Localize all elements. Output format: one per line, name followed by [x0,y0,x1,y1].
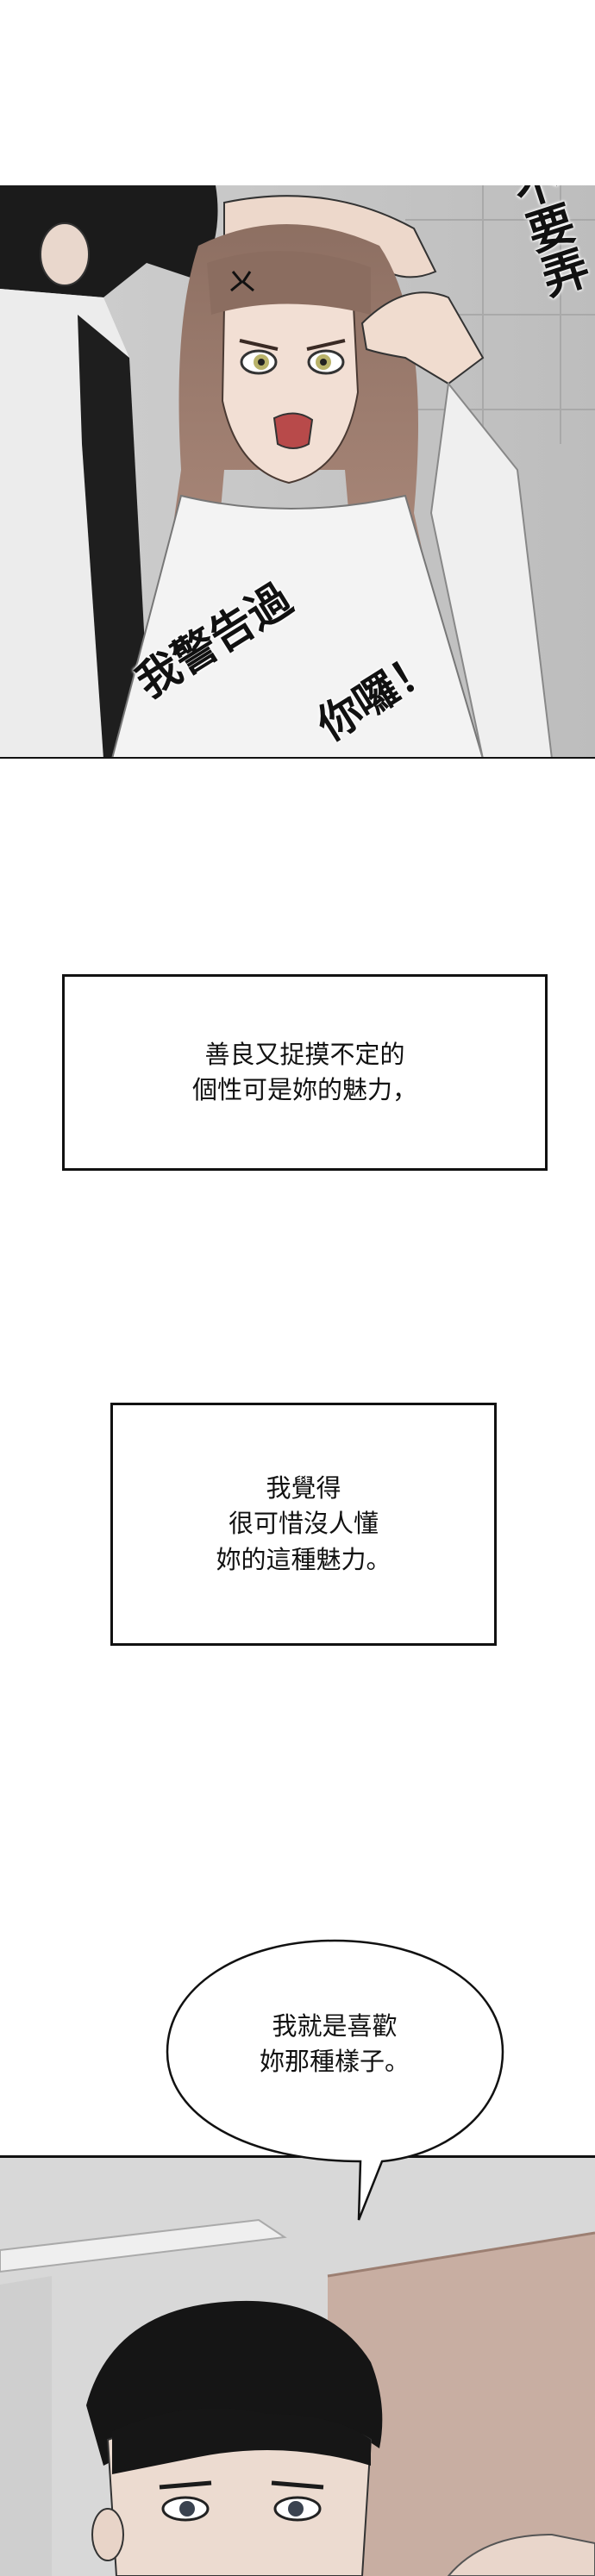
caption-text-1: 善良又捉摸不定的 個性可是妳的魅力， [191,1039,417,1104]
panel-guy-smiling-art [0,2155,595,2576]
speech-bubble [166,1939,504,2221]
panel-girl-annoyed: 喂，不要弄了！ 我警告過 你囉！ [0,185,595,759]
speech-bubble-text: 我就是喜歡 妳那種樣子。 [259,2011,410,2077]
panel-guy-smiling [0,2155,595,2576]
caption-text-2: 我覺得 很可惜沒人懂 妳的這種魅力。 [216,1473,391,1574]
caption-box-2: 我覺得 很可惜沒人懂 妳的這種魅力。 [110,1403,497,1646]
caption-box-1: 善良又捉摸不定的 個性可是妳的魅力， [62,974,548,1171]
panel-girl-annoyed-art [0,185,595,759]
